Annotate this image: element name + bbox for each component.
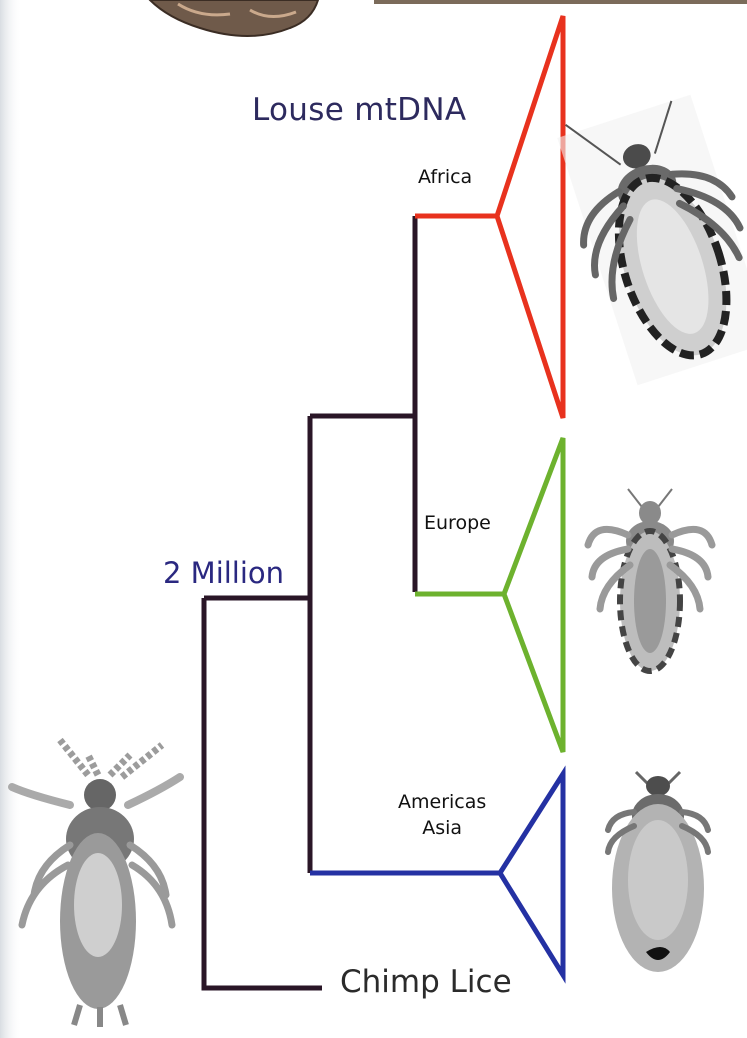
diagram-title: Louse mtDNA — [252, 92, 466, 128]
louse-photo-icon — [12, 740, 180, 1027]
triangle-europe — [504, 438, 563, 752]
top-photo-strip — [374, 0, 747, 4]
louse-photo-icon — [608, 772, 708, 972]
left-edge-shade — [0, 0, 22, 1038]
triangle-americas-asia — [500, 774, 563, 975]
louse-photo-icon — [547, 83, 747, 388]
outgroup-label: Chimp Lice — [340, 964, 512, 1000]
clade-africa — [415, 16, 563, 418]
node-age-label: 2 Million — [163, 556, 284, 590]
clade-label-americas-asia: Americas Asia — [398, 789, 486, 841]
clade-label-africa: Africa — [418, 166, 472, 188]
clade-label-europe: Europe — [424, 512, 491, 534]
triangle-africa — [497, 16, 563, 418]
louse-photo-icon — [588, 489, 712, 671]
branch-root-to-chimp — [204, 598, 322, 988]
clade-europe — [415, 438, 563, 752]
decorative-stone-icon — [150, 0, 318, 36]
